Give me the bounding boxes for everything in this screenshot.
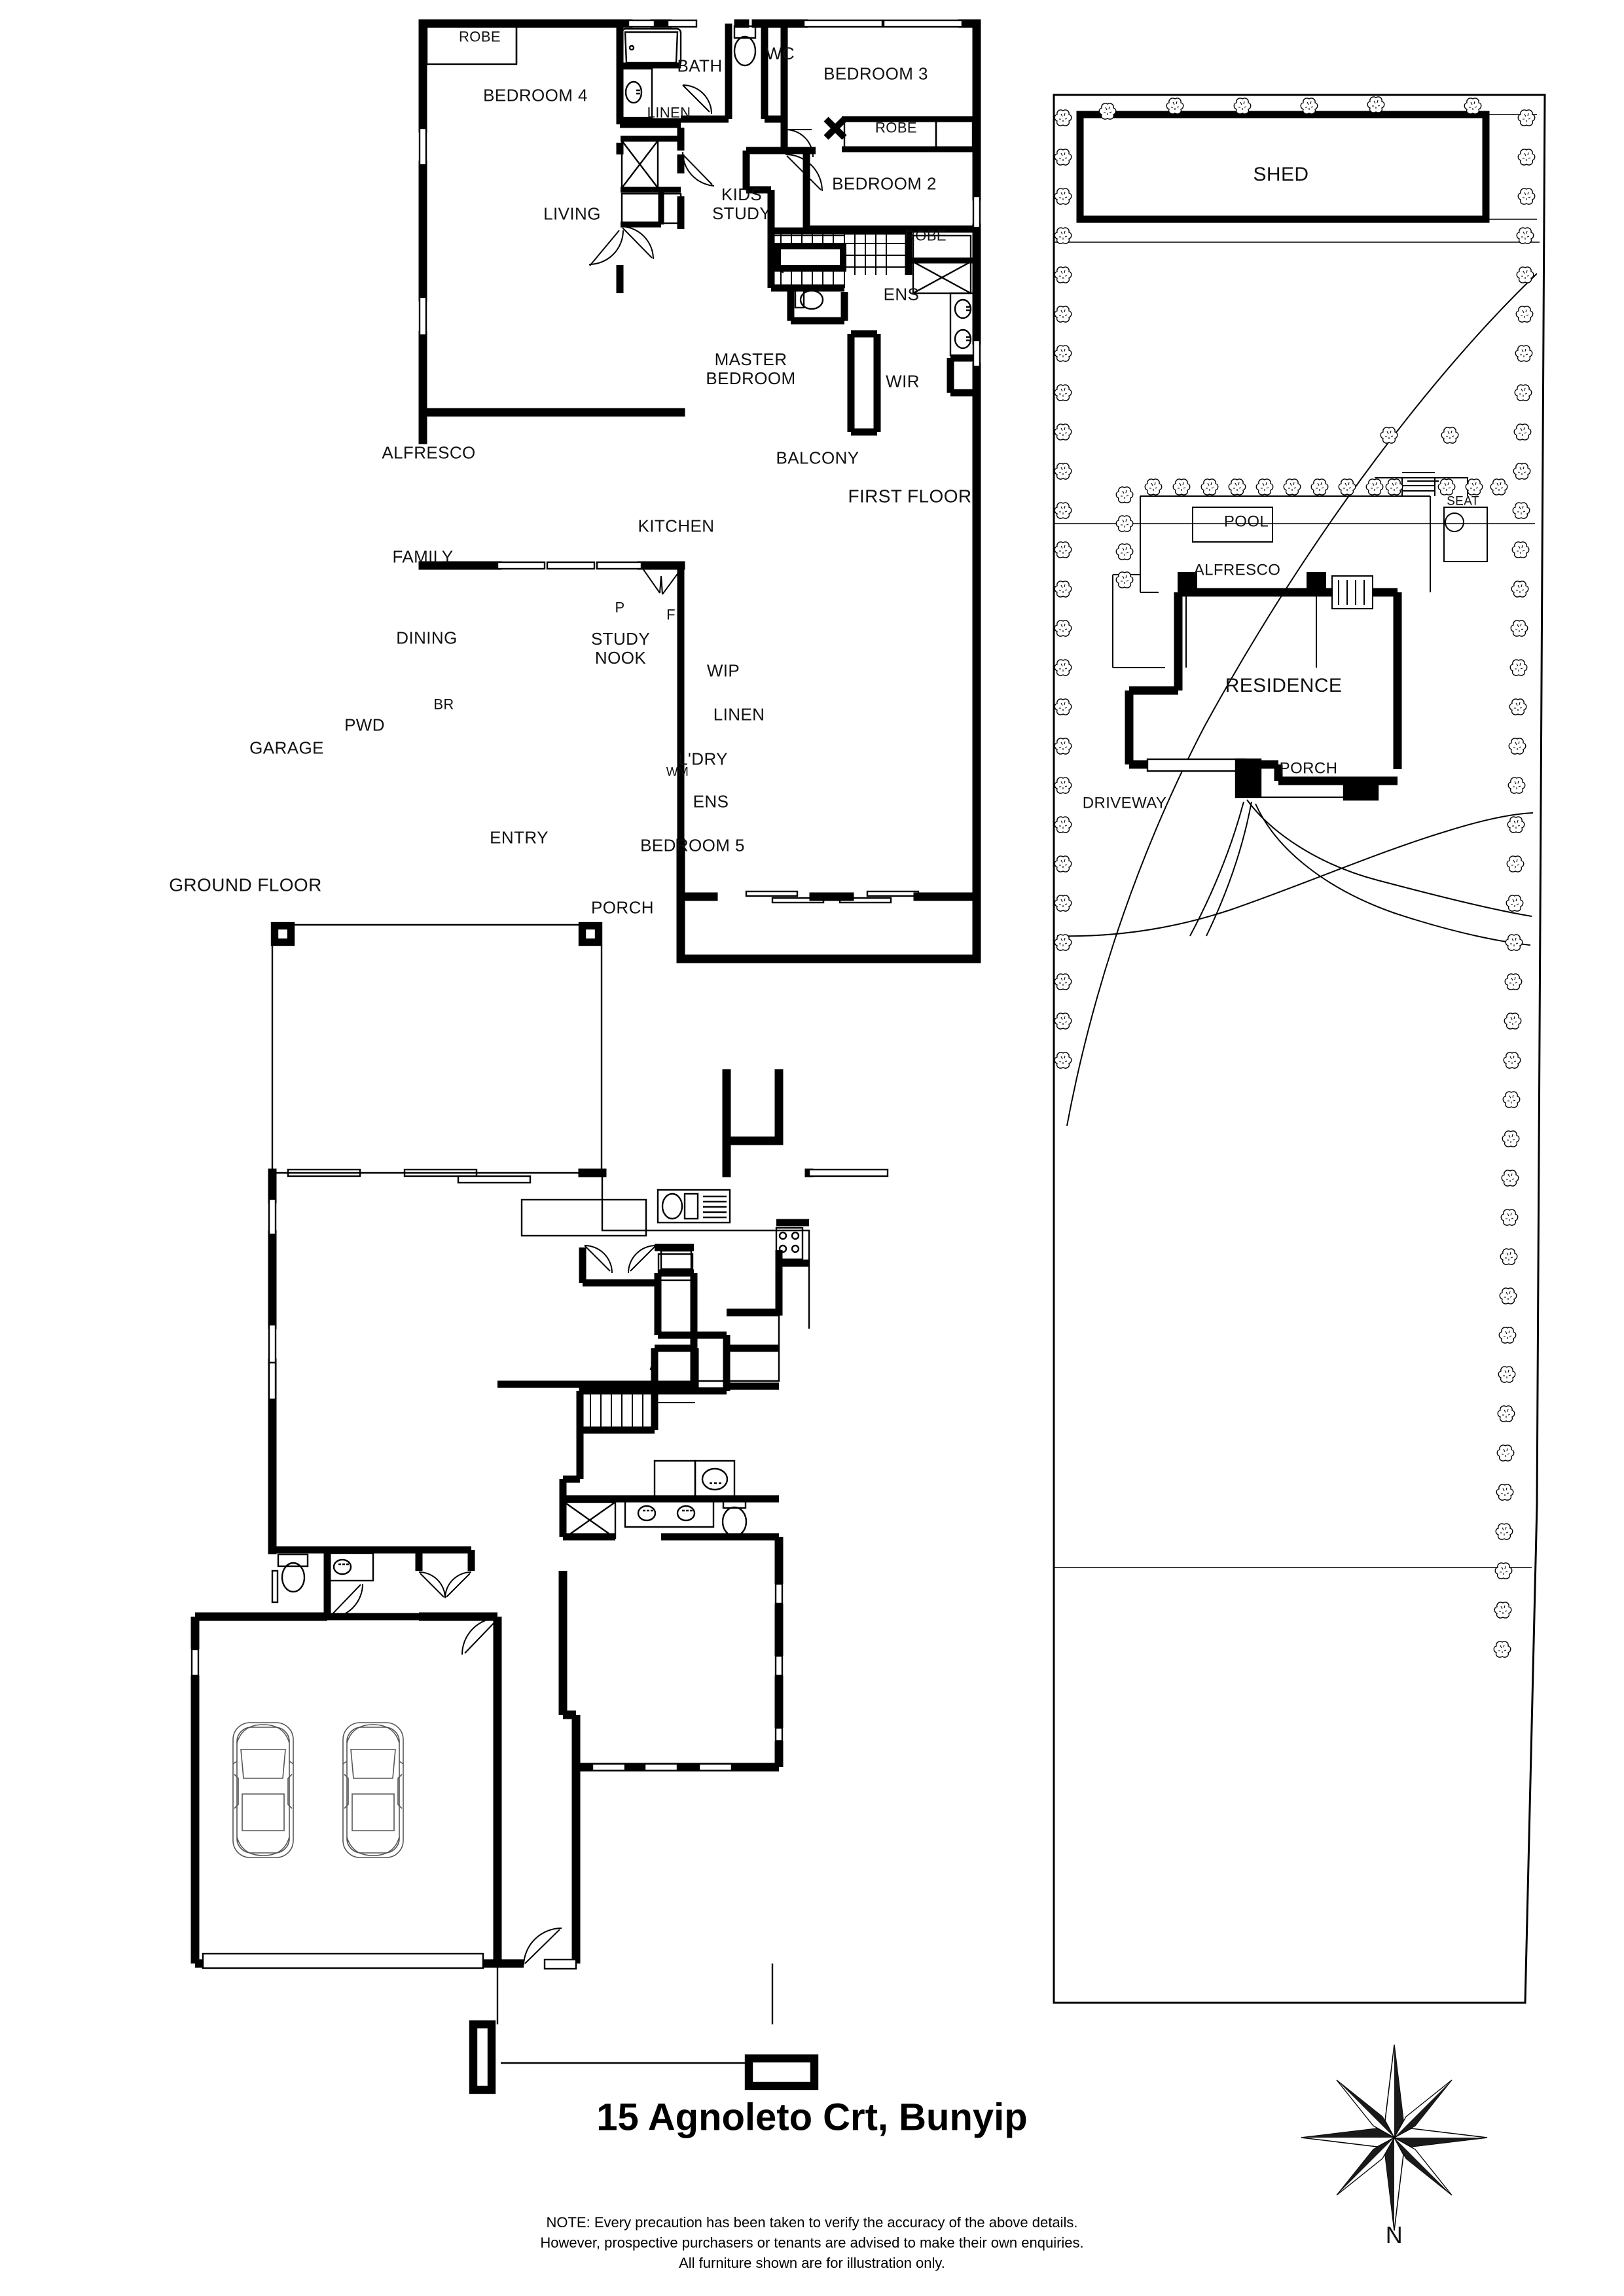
first-floor-drawing (418, 19, 981, 963)
compass-rose-icon (1301, 2044, 1488, 2231)
page-title: 15 Agnoleto Crt, Bunyip (596, 2096, 1028, 2139)
disclaimer-note: NOTE: Every precaution has been taken to… (540, 2214, 1084, 2272)
ground-floor-drawing (190, 922, 889, 2094)
site-plan-drawing (1053, 94, 1546, 2004)
